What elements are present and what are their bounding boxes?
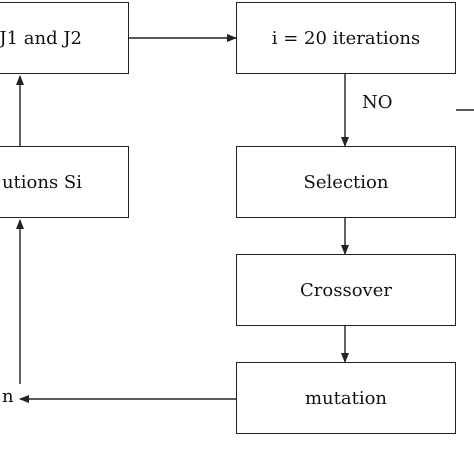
iterations-label: i = 20 iterations (271, 27, 421, 49)
no-edge-label: NO (362, 92, 393, 113)
evaluate-label: te J1 and J2 (0, 27, 82, 49)
evaluate-box: te J1 and J2 (0, 2, 129, 74)
crossover-box: Crossover (236, 254, 456, 326)
solutions-label: utions Si (1, 171, 82, 193)
solutions-box: utions Si (0, 146, 129, 218)
selection-box: Selection (236, 146, 456, 218)
mutation-label: mutation (304, 387, 388, 409)
partial-left-node-label: n (2, 386, 14, 407)
mutation-box: mutation (236, 362, 456, 434)
crossover-label: Crossover (300, 279, 392, 301)
iterations-box: i = 20 iterations (236, 2, 456, 74)
selection-label: Selection (303, 171, 389, 193)
